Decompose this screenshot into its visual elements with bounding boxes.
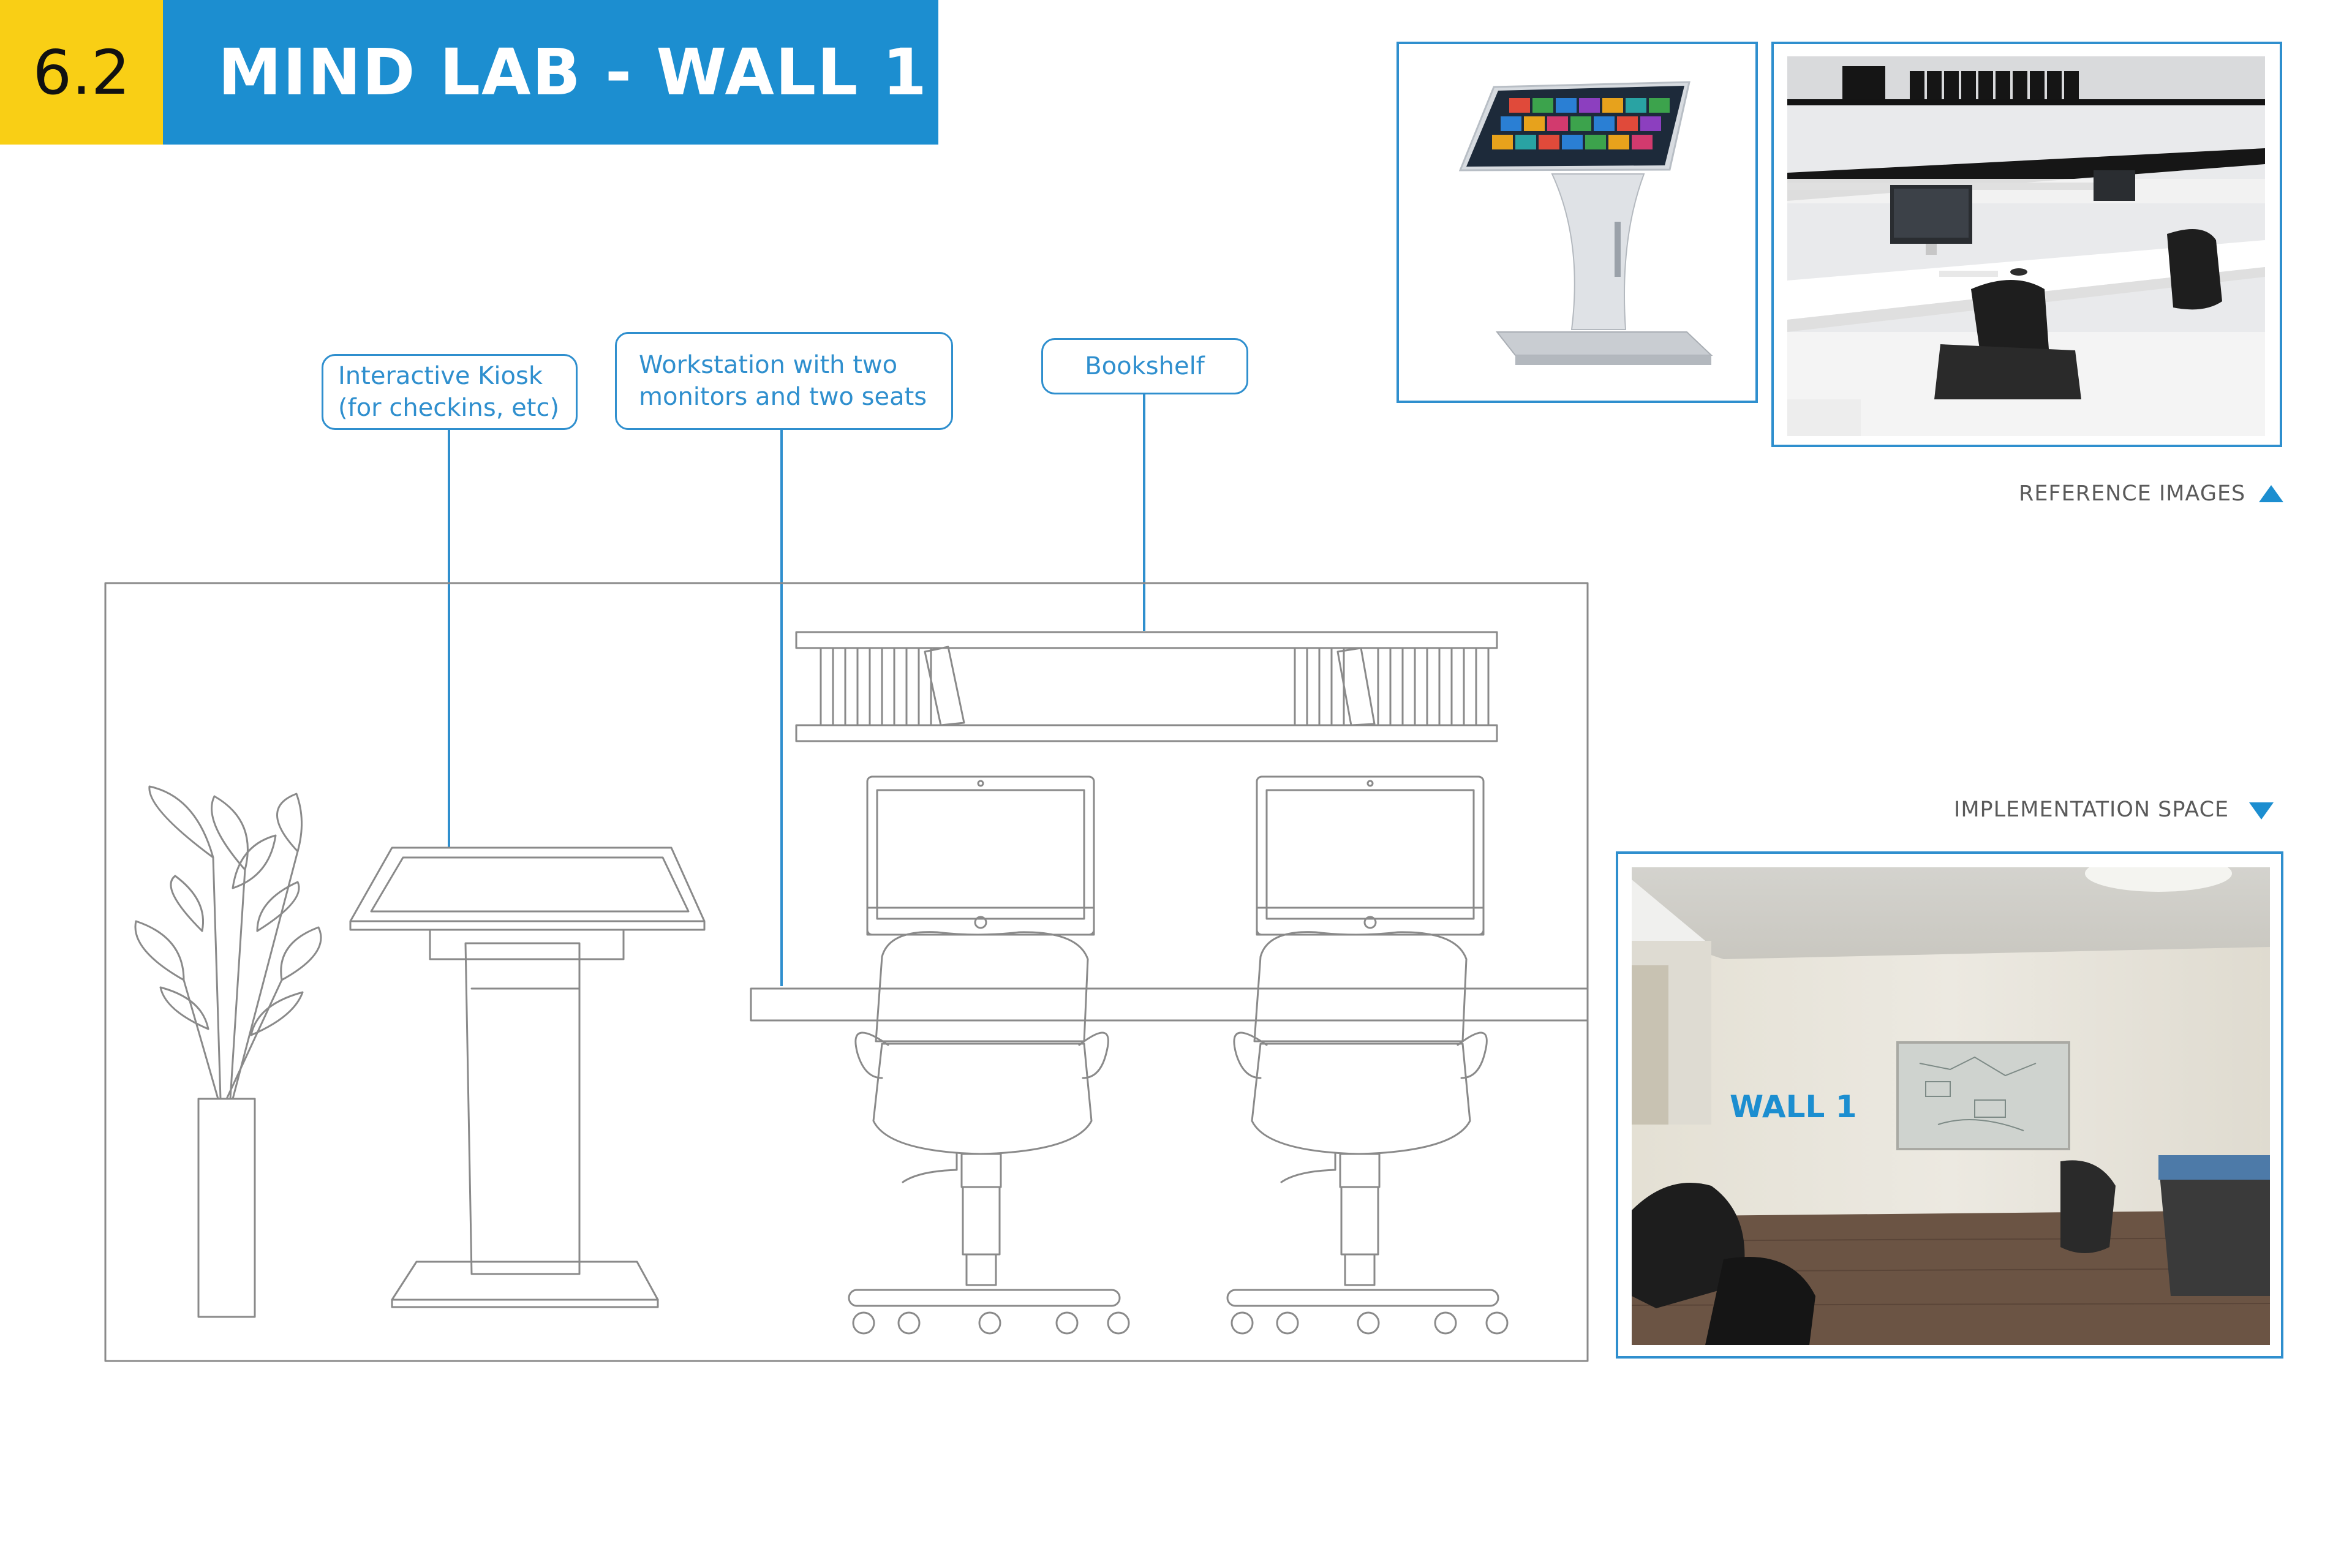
wall-1-label: WALL 1 xyxy=(1730,1089,1857,1125)
chair-right-drawing xyxy=(1226,931,1509,1335)
callout-bookshelf-label: Bookshelf xyxy=(1085,352,1205,380)
monitor-left-drawing xyxy=(866,775,1095,936)
implementation-space-photo: WALL 1 xyxy=(1616,851,2283,1359)
bookshelf-drawing xyxy=(795,631,1498,742)
callout-workstation: Workstation with two monitors and two se… xyxy=(615,332,953,430)
callout-bookshelf: Bookshelf xyxy=(1041,338,1248,394)
monitor-right-drawing xyxy=(1256,775,1485,936)
callout-workstation-line2: monitors and two seats xyxy=(639,383,927,411)
reference-image-kiosk xyxy=(1396,42,1758,403)
plant-drawing xyxy=(134,785,322,1318)
callout-workstation-line1: Workstation with two xyxy=(639,351,898,379)
callout-interactive-kiosk: Interactive Kiosk (for checkins, etc) xyxy=(322,354,578,430)
reference-images-label: REFERENCE IMAGES xyxy=(2019,481,2246,506)
reference-image-workstation xyxy=(1771,42,2282,447)
callout-kiosk-line1: Interactive Kiosk xyxy=(338,362,543,390)
chair-left-drawing xyxy=(848,931,1130,1335)
kiosk-photo xyxy=(1399,44,1755,401)
callout-kiosk-line2: (for checkins, etc) xyxy=(338,394,560,422)
kiosk-drawing xyxy=(349,846,706,1308)
workstation-photo xyxy=(1787,56,2265,436)
room-photo xyxy=(1632,867,2270,1345)
page-title: MIND LAB - WALL 1 xyxy=(163,0,938,145)
section-number: 6.2 xyxy=(0,0,163,145)
triangle-down-icon xyxy=(2249,802,2274,820)
implementation-space-label: IMPLEMENTATION SPACE xyxy=(1954,797,2230,822)
triangle-up-icon xyxy=(2259,485,2283,502)
